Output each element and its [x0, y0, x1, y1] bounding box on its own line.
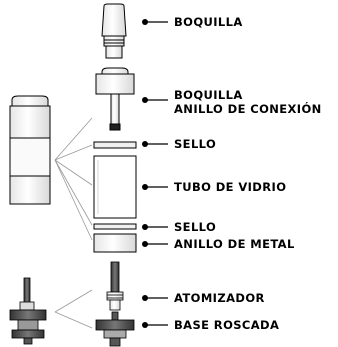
metal-ring-part	[93, 233, 137, 253]
label-sello-bottom: SELLO	[174, 220, 216, 234]
callout-sello-top: SELLO	[142, 137, 216, 151]
atomizer-part	[106, 261, 124, 311]
callout-tubo: TUBO DE VIDRIO	[142, 180, 286, 194]
assembly-leader-lines	[54, 117, 93, 329]
callouts: BOQUILLA BOQUILLA ANILLO DE CONEXIÓN SEL…	[142, 15, 322, 332]
label-tubo: TUBO DE VIDRIO	[174, 180, 286, 194]
callout-anillo-conexion: BOQUILLA ANILLO DE CONEXIÓN	[142, 88, 322, 116]
callout-boquilla: BOQUILLA	[142, 15, 243, 29]
drip-tip-part	[101, 3, 127, 59]
label-sello-top: SELLO	[174, 137, 216, 151]
threaded-base-part	[95, 311, 135, 347]
bottom-seal-part	[93, 223, 137, 230]
label-conexion-line1: BOQUILLA	[174, 88, 243, 102]
label-conexion-line2: ANILLO DE CONEXIÓN	[174, 101, 322, 116]
callout-base: BASE ROSCADA	[142, 318, 279, 332]
top-cap-part	[95, 67, 135, 131]
glass-tube-part	[93, 155, 137, 219]
callout-sello-bottom: SELLO	[142, 220, 216, 234]
callout-anillo-metal: ANILLO DE METAL	[142, 237, 295, 251]
label-atomizador: ATOMIZADOR	[174, 291, 265, 305]
assembled-atomizer-base	[9, 277, 47, 345]
label-anillo-metal: ANILLO DE METAL	[174, 237, 295, 251]
callout-atomizador: ATOMIZADOR	[142, 291, 265, 305]
label-boquilla: BOQUILLA	[174, 15, 243, 29]
top-seal-part	[93, 141, 137, 149]
assembled-tank	[9, 95, 51, 205]
label-base: BASE ROSCADA	[174, 318, 279, 332]
